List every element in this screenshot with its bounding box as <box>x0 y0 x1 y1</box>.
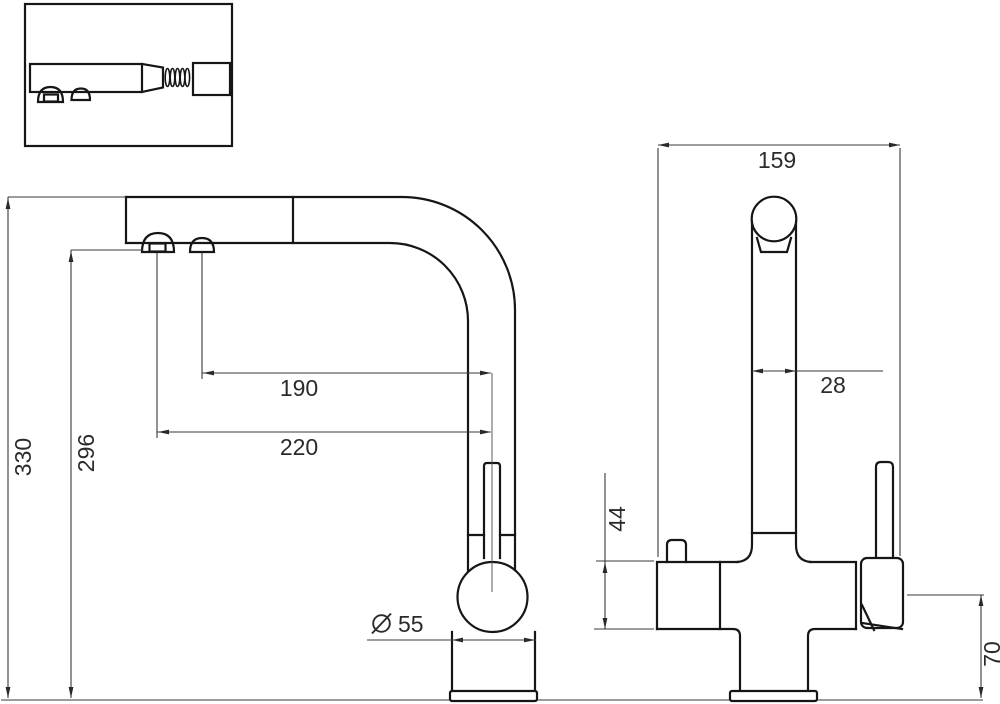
dim-label-159: 159 <box>758 147 796 173</box>
dim-total-height: 330 <box>5 196 126 698</box>
dim-body-height: 44 <box>594 473 654 630</box>
side-button-small <box>188 236 216 254</box>
dim-reach-220: 220 <box>156 253 491 460</box>
spout-pipe-front <box>750 221 798 535</box>
dim-label-28: 28 <box>820 372 846 398</box>
dim-spray-height: 296 <box>68 249 143 698</box>
dim-label-70: 70 <box>979 641 1000 667</box>
diameter-symbol-icon <box>371 612 392 635</box>
mixer-body-outline <box>655 560 858 631</box>
dim-label-44: 44 <box>604 506 630 532</box>
spray-head-front <box>750 195 798 243</box>
spray-button-small <box>70 87 92 102</box>
body-bottom-and-column <box>655 627 858 693</box>
dim-label-220: 220 <box>280 434 318 460</box>
side-handle-knob <box>456 560 529 634</box>
pipe-body-fillets <box>735 531 813 564</box>
front-view <box>655 195 905 703</box>
lever-handle-rod <box>874 460 895 560</box>
front-base-plate <box>728 689 819 703</box>
lever-cap-bottom-edge <box>860 621 904 631</box>
lever-cap <box>859 556 905 630</box>
spout-inner-contour <box>124 241 470 573</box>
side-button-large-notch <box>148 242 167 253</box>
spray-button-large-notch <box>42 93 60 103</box>
spray-button-large <box>36 85 65 104</box>
filter-knob <box>665 538 688 564</box>
dim-handle-height: 70 <box>907 594 1000 698</box>
spray-wand-body <box>28 62 144 94</box>
side-view <box>124 195 537 693</box>
base-cylinder <box>450 630 537 693</box>
side-button-large <box>140 231 176 254</box>
spout-outer-contour <box>124 195 517 572</box>
detail-inset <box>23 2 234 148</box>
hose-fitting <box>191 61 232 97</box>
dim-overall-width: 159 <box>657 142 901 557</box>
dim-label-55: 55 <box>398 611 424 637</box>
dim-label-330: 330 <box>10 438 36 476</box>
inset-border <box>23 2 234 148</box>
dim-base-diameter: 55 <box>367 611 536 643</box>
dim-label-190: 190 <box>280 375 318 401</box>
dim-spout-width: 28 <box>752 368 883 398</box>
dim-reach-190: 190 <box>201 253 491 401</box>
dimensions: 330 296 190 220 <box>5 142 1000 698</box>
spray-wand-neck <box>140 62 165 94</box>
dim-label-296: 296 <box>73 434 99 472</box>
lever-split-line <box>860 603 876 632</box>
aerator-tip <box>755 236 793 254</box>
spray-wand-threads-icon <box>164 67 191 88</box>
side-base-plate <box>448 689 539 703</box>
